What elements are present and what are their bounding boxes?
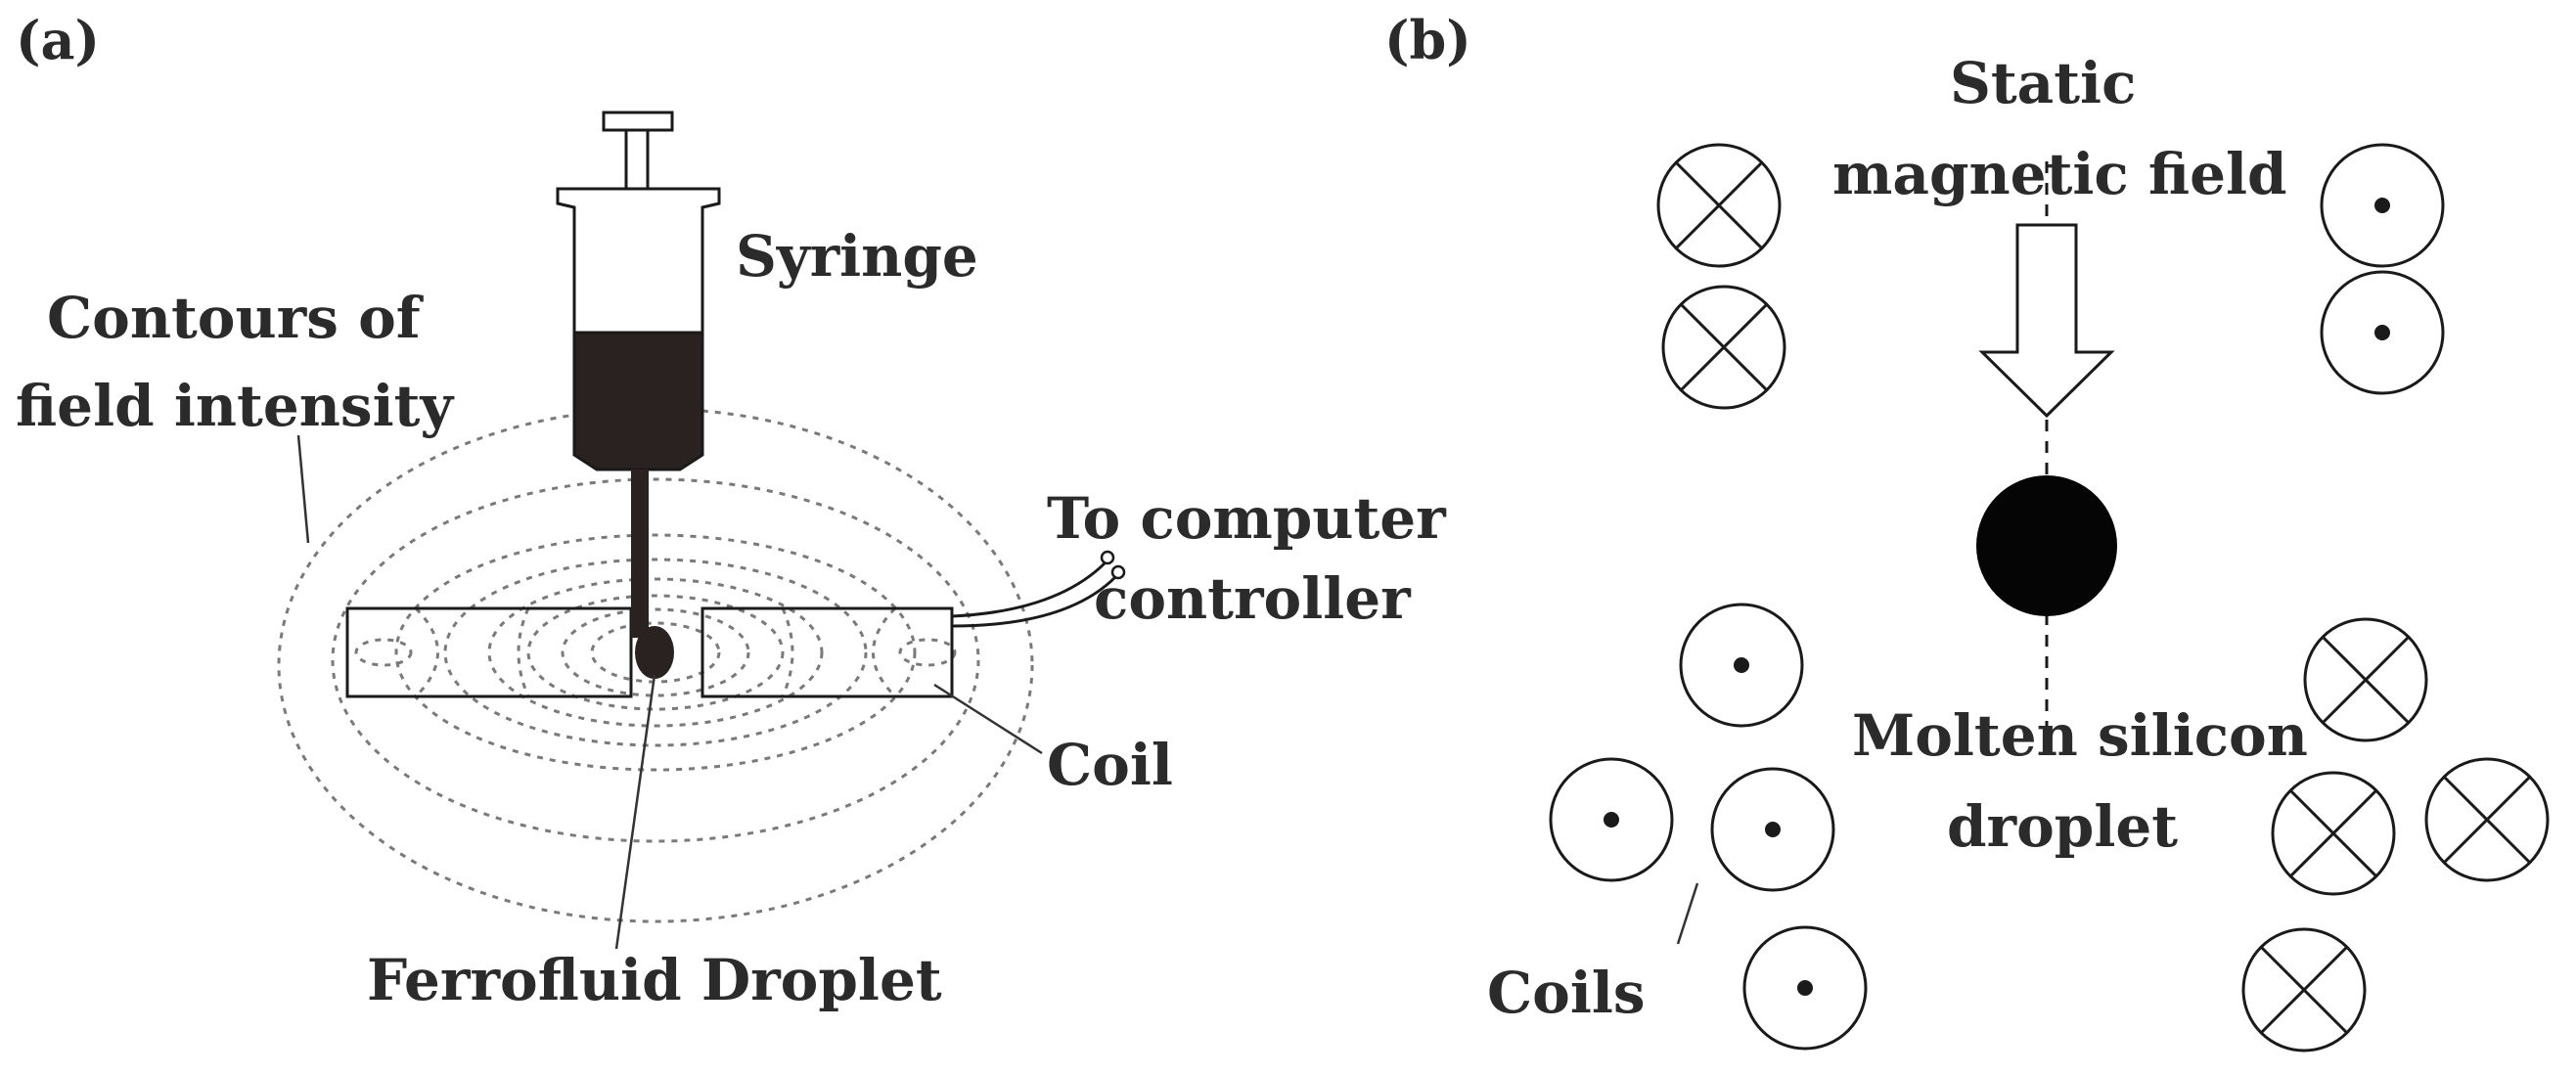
coil-dot-4	[1549, 757, 1674, 882]
syringe-ferrofluid-fill	[572, 331, 704, 471]
wire-1	[951, 560, 1107, 618]
contour-inner-6	[590, 621, 721, 684]
coil-cross-3	[2303, 617, 2428, 742]
computer-label-line1: To computer	[1047, 485, 1447, 552]
coil-cross-1	[1656, 143, 1782, 268]
coil-dot-2	[2320, 270, 2445, 395]
syringe-plunger-head	[602, 111, 674, 132]
contour-arc-left-2	[517, 607, 530, 697]
coil-dot-6	[1742, 925, 1868, 1051]
coil-right-block	[700, 606, 954, 698]
syringe-barrel	[556, 187, 721, 335]
wire-terminal-2	[1110, 564, 1126, 580]
contour-loop-left	[354, 638, 413, 667]
contour-inner-2	[443, 558, 868, 747]
coil-leader-line	[933, 683, 1043, 755]
contours-leader-line	[296, 434, 310, 544]
contour-inner-1	[394, 533, 917, 772]
coil-dot-1	[2320, 143, 2445, 268]
coil-cross-6	[2241, 927, 2367, 1053]
contour-arc-right-1	[872, 606, 897, 698]
wire-2	[951, 575, 1117, 628]
panel-b: (b) Static magnetic field Molten silicon…	[1384, 9, 2550, 1053]
coils-label: Coils	[1487, 960, 1646, 1026]
contours-label-line1: Contours of	[47, 285, 425, 351]
contour-inner-4	[526, 594, 785, 711]
silicon-droplet-label-line1: Molten silicon	[1852, 702, 2308, 769]
coils-leader-line	[1676, 882, 1699, 945]
coil-cross-2	[1661, 285, 1786, 410]
coil-cross-4	[2271, 771, 2396, 896]
ferrofluid-droplet	[635, 626, 674, 679]
controller-wire	[951, 550, 1126, 628]
coil-dot-3	[1679, 603, 1804, 728]
panel-a: (a)	[16, 9, 1447, 1013]
syringe	[556, 111, 721, 679]
computer-label-line2: controller	[1094, 565, 1412, 632]
contour-arc-right-2	[781, 607, 794, 697]
coil-left-block	[345, 606, 633, 698]
magnetic-field-arrow	[1978, 223, 2115, 419]
syringe-label: Syringe	[736, 223, 978, 290]
contour-loop-right	[898, 638, 957, 667]
contour-inner-5	[561, 607, 750, 697]
ferrofluid-droplet-label: Ferrofluid Droplet	[367, 947, 942, 1013]
contour-arc-left-1	[414, 606, 439, 698]
silicon-droplet-label-line2: droplet	[1947, 793, 2178, 860]
wire-terminal-1	[1100, 550, 1115, 565]
syringe-plunger-rod	[624, 128, 650, 191]
contours-label-line2: field intensity	[16, 373, 455, 439]
field-label-line1: Static	[1950, 50, 2136, 116]
coil-cross-5	[2424, 757, 2550, 882]
panel-a-label: (a)	[16, 9, 100, 71]
coil-dot-5	[1710, 767, 1835, 892]
droplet-leader-line	[614, 674, 656, 950]
contour-outer-2	[331, 477, 980, 843]
molten-silicon-droplet	[1976, 475, 2117, 616]
field-label-line2: magnetic field	[1832, 141, 2287, 207]
panel-b-label: (b)	[1384, 9, 1471, 71]
syringe-needle	[631, 470, 649, 638]
contour-inner-3	[487, 577, 824, 728]
coil-label: Coil	[1047, 732, 1173, 798]
